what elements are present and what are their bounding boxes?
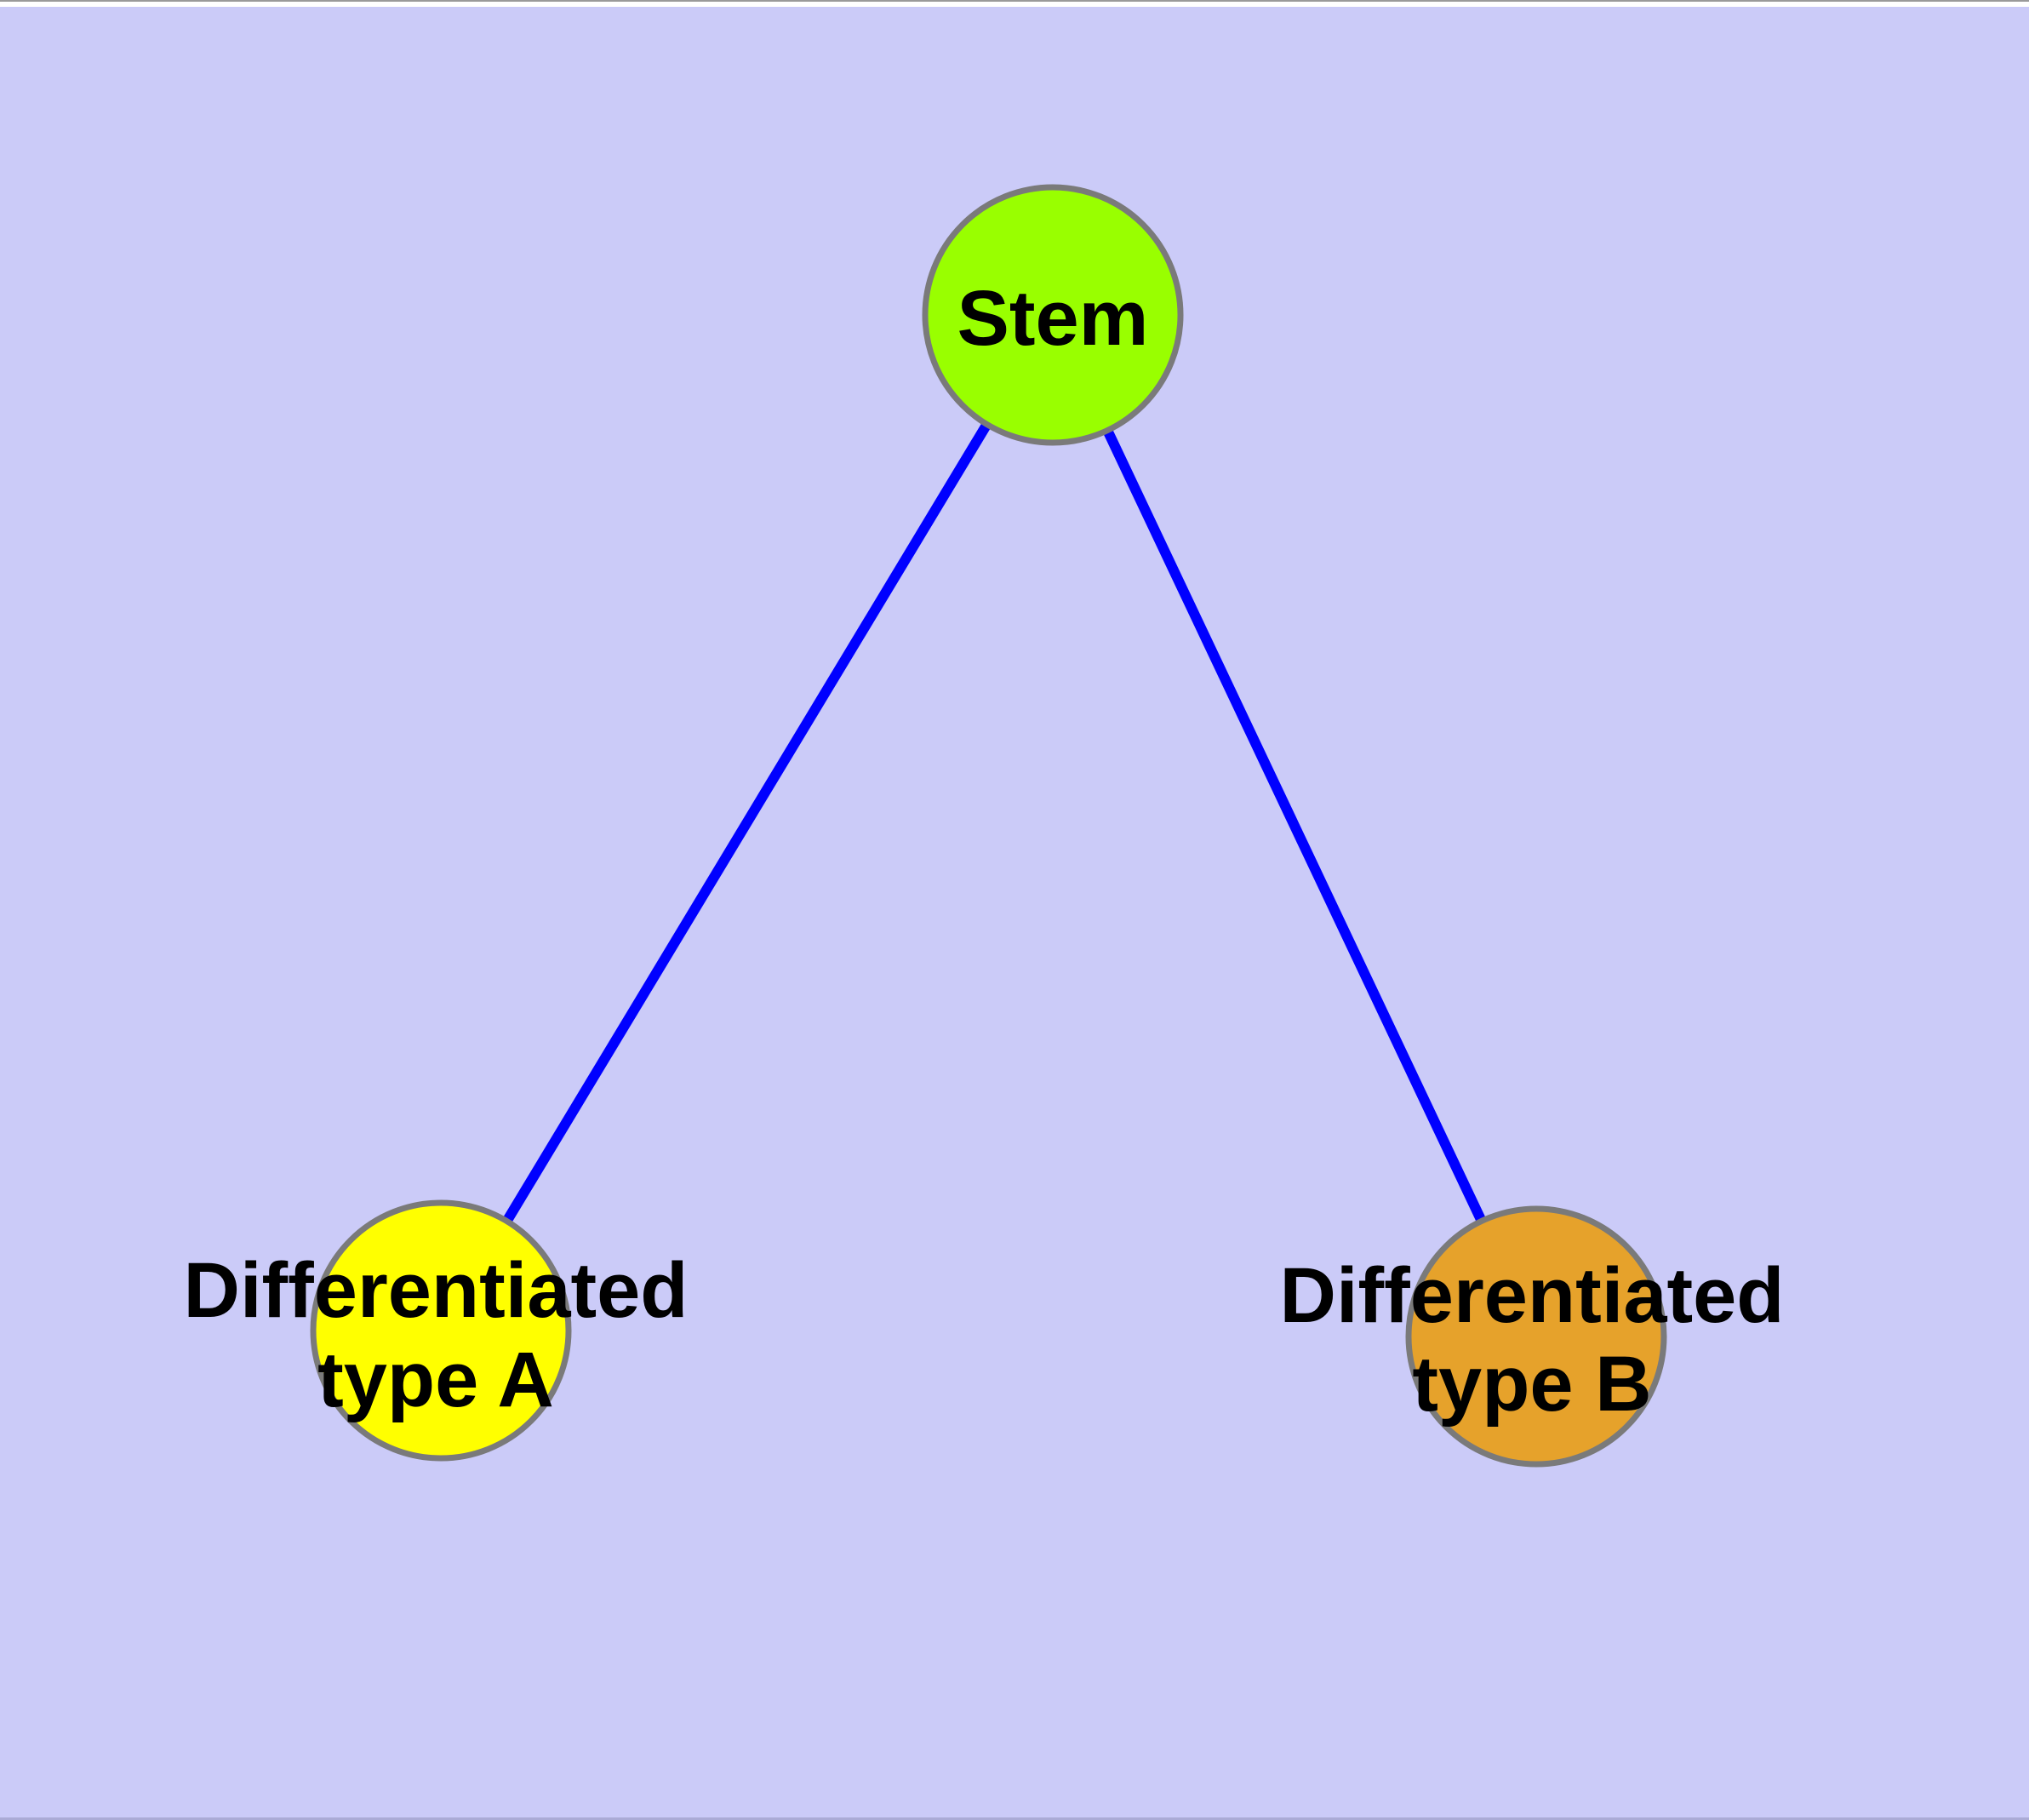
node-stem: Stem (922, 184, 1184, 446)
top-hairline (0, 0, 2029, 2)
node-differentiated-type-b-label-line1: Differentiated (1280, 1252, 1785, 1339)
node-differentiated-type-a-circle (310, 1199, 572, 1462)
node-stem-circle (922, 184, 1184, 446)
edge-layer (436, 312, 1541, 1339)
node-differentiated-type-b: Differentiated type B (1280, 1205, 1785, 1468)
node-differentiated-type-b-label-line2: type B (1412, 1341, 1651, 1428)
node-differentiated-type-a-label-line1: Differentiated (184, 1247, 689, 1334)
edge-stem-to-type-a (436, 312, 1058, 1334)
node-differentiated-type-a-label-line2: type A (317, 1336, 554, 1423)
bottom-hairline (0, 1817, 2029, 1820)
edge-stem-to-type-b (1048, 312, 1541, 1339)
node-differentiated-type-b-circle (1405, 1205, 1667, 1468)
node-differentiated-type-a: Differentiated type A (184, 1199, 689, 1462)
node-stem-label: Stem (957, 275, 1149, 362)
